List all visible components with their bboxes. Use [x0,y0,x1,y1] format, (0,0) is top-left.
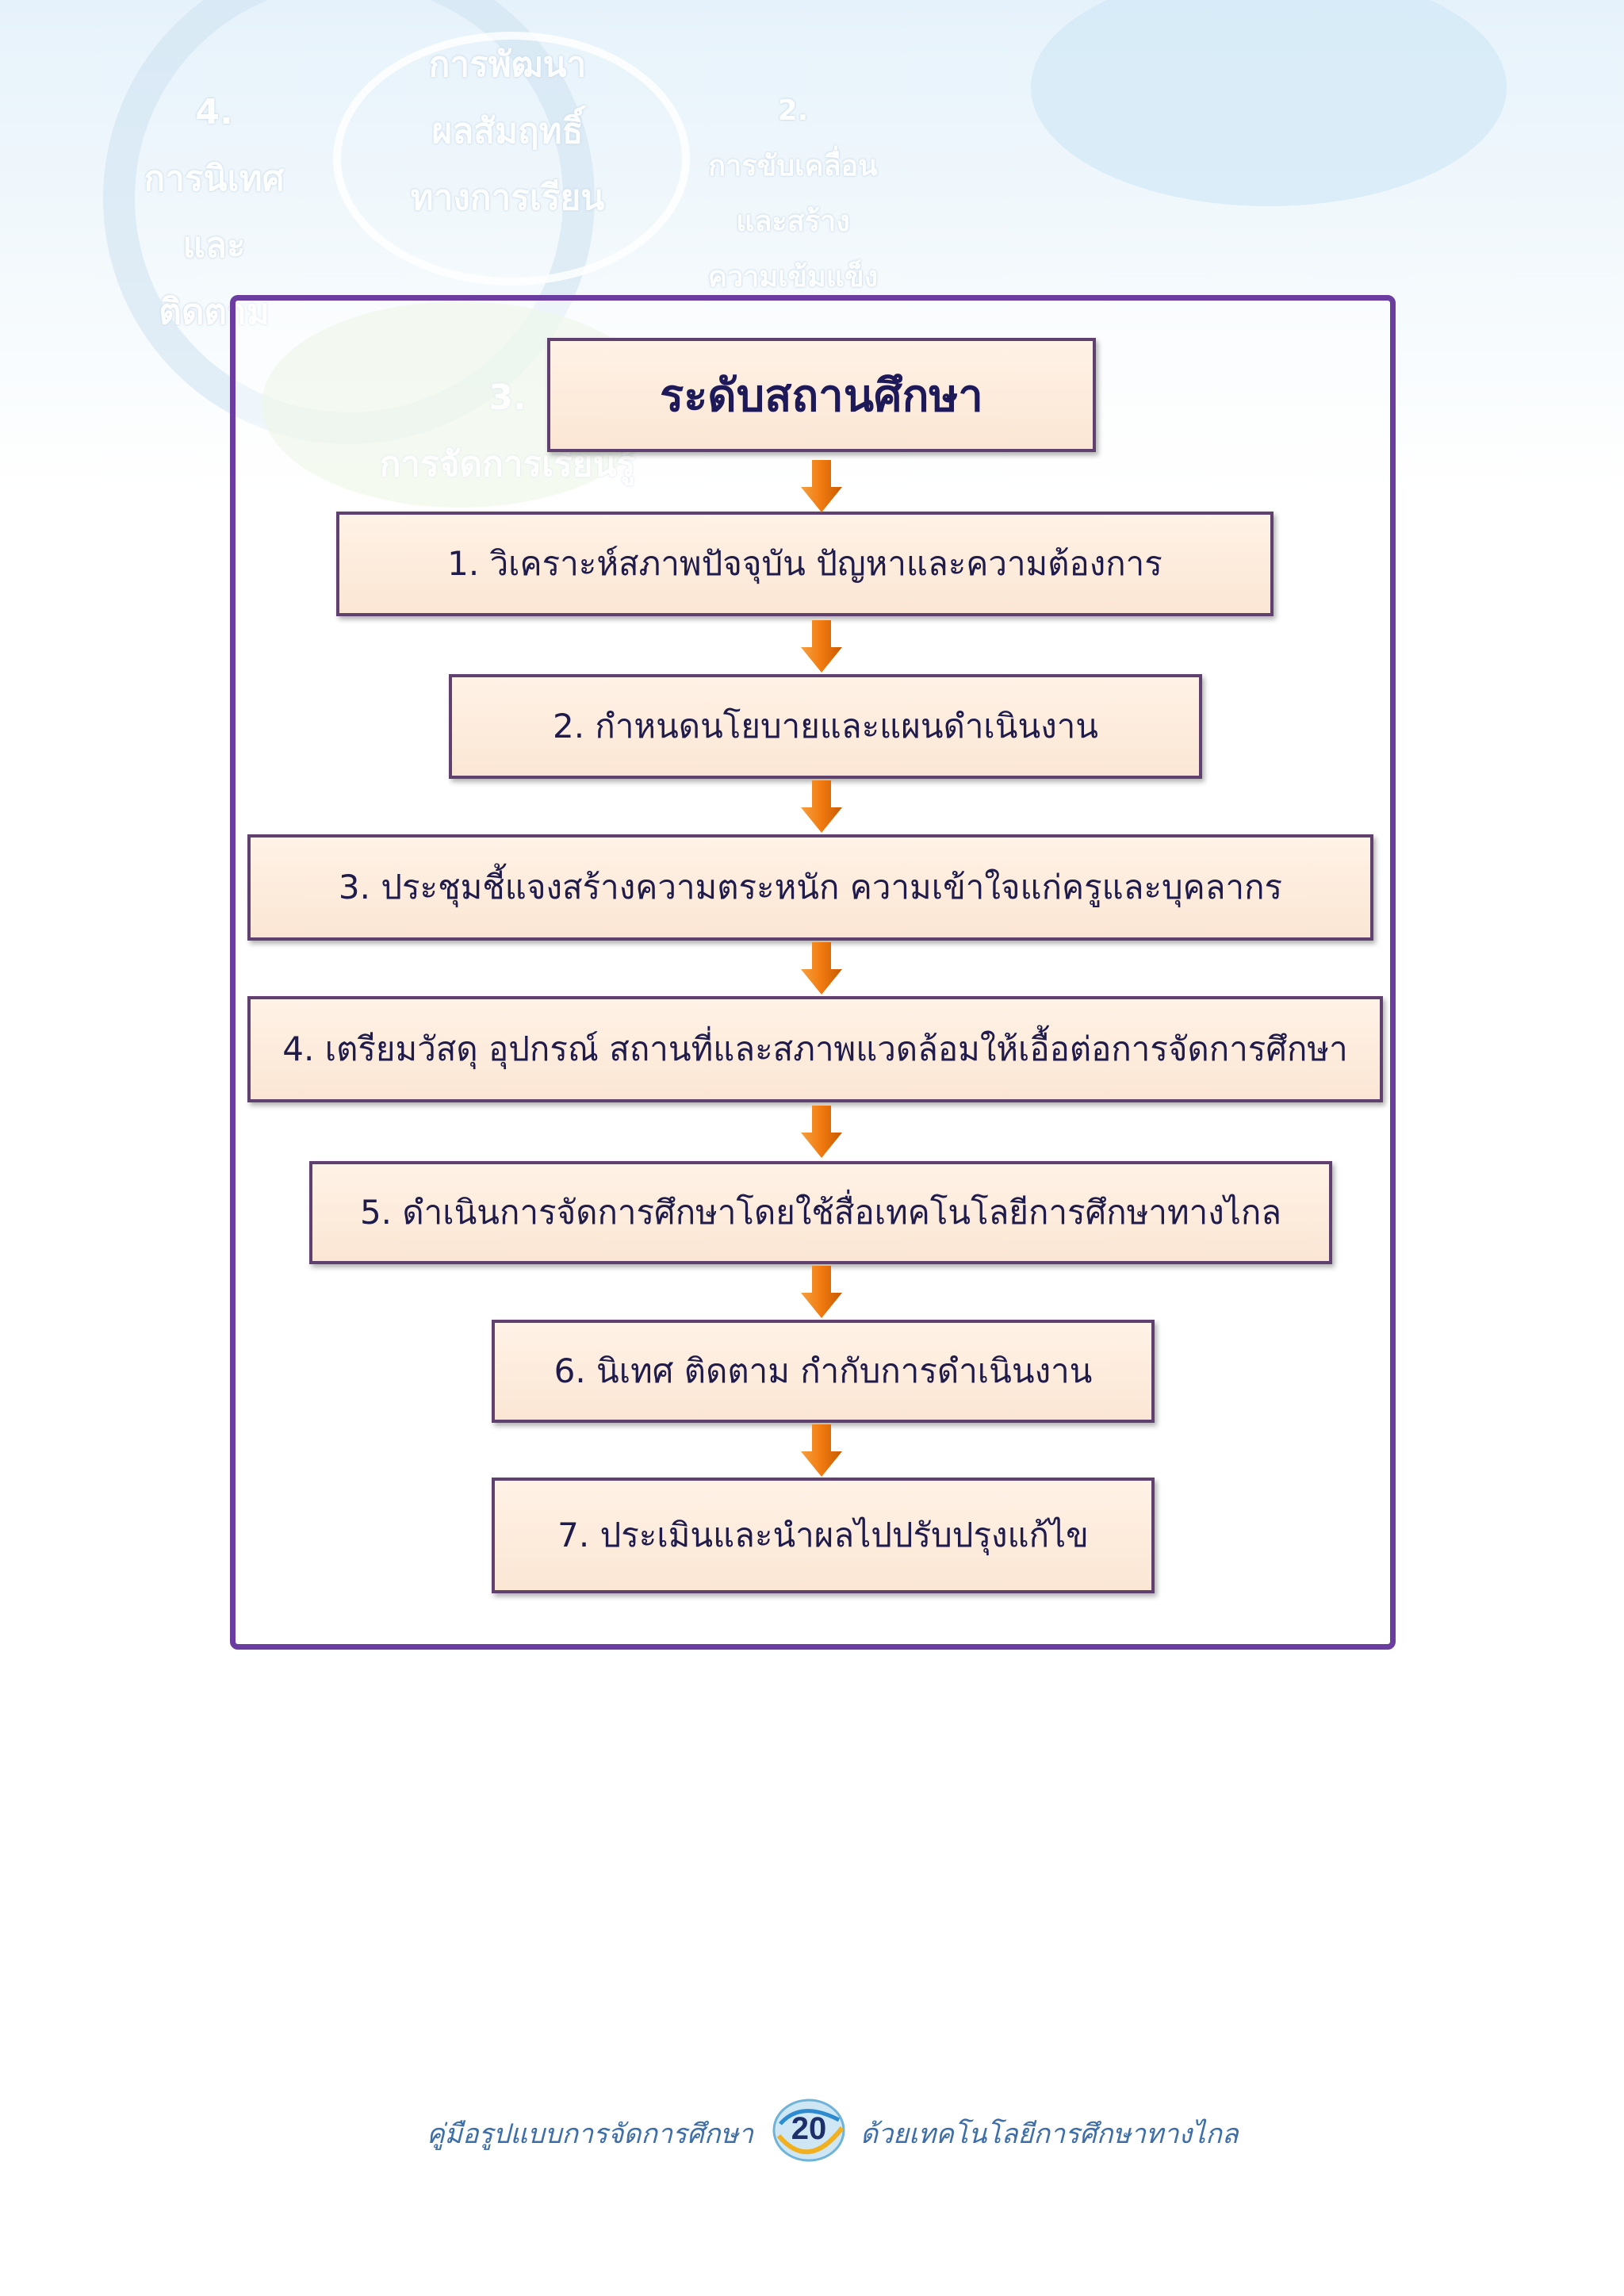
step-5: 5. ดำเนินการจัดการศึกษาโดยใช้สื่อเทคโนโล… [309,1161,1332,1264]
down-arrow-icon [801,1106,842,1158]
down-arrow-icon [801,1266,842,1318]
background-label-center: การพัฒนา ผลสัมฤทธิ์ ทางการเรียน [410,44,605,218]
step-6: 6. นิเทศ ติดตาม กำกับการดำเนินงาน [492,1320,1155,1423]
background-label-item2: 2. การขับเคลื่อน และสร้าง ความเข้มแข็ง [707,94,879,293]
step-1: 1. วิเคราะห์สภาพปัจจุบัน ปัญหาและความต้อ… [336,512,1274,616]
header-background: 4. การนิเทศ และ ติดตาม การพัฒนา ผลสัมฤทธ… [0,0,1624,508]
page-badge-icon [772,2099,845,2162]
step-4: 4. เตรียมวัสดุ อุปกรณ์ สถานที่และสภาพแวด… [247,996,1383,1102]
step-3: 3. ประชุมชี้แจงสร้างความตระหนัก ความเข้า… [247,834,1373,941]
background-glow [1031,0,1507,206]
step-7: 7. ประเมินและนำผลไปปรับปรุงแก้ไข [492,1478,1155,1593]
flowchart-title: ระดับสถานศึกษา [547,338,1096,452]
down-arrow-icon [801,460,842,512]
down-arrow-icon [801,780,842,833]
down-arrow-icon [801,942,842,995]
background-ring-inner [333,32,690,286]
footer-left-text: คู่มือรูปแบบการจัดการศึกษา [426,2118,753,2150]
step-2: 2. กำหนดนโยบายและแผนดำเนินงาน [449,674,1202,779]
footer-right-text: ด้วยเทคโนโลยีการศึกษาทางไกล [860,2118,1239,2150]
down-arrow-icon [801,620,842,673]
down-arrow-icon [801,1424,842,1477]
page-number: 20 [791,2111,827,2146]
